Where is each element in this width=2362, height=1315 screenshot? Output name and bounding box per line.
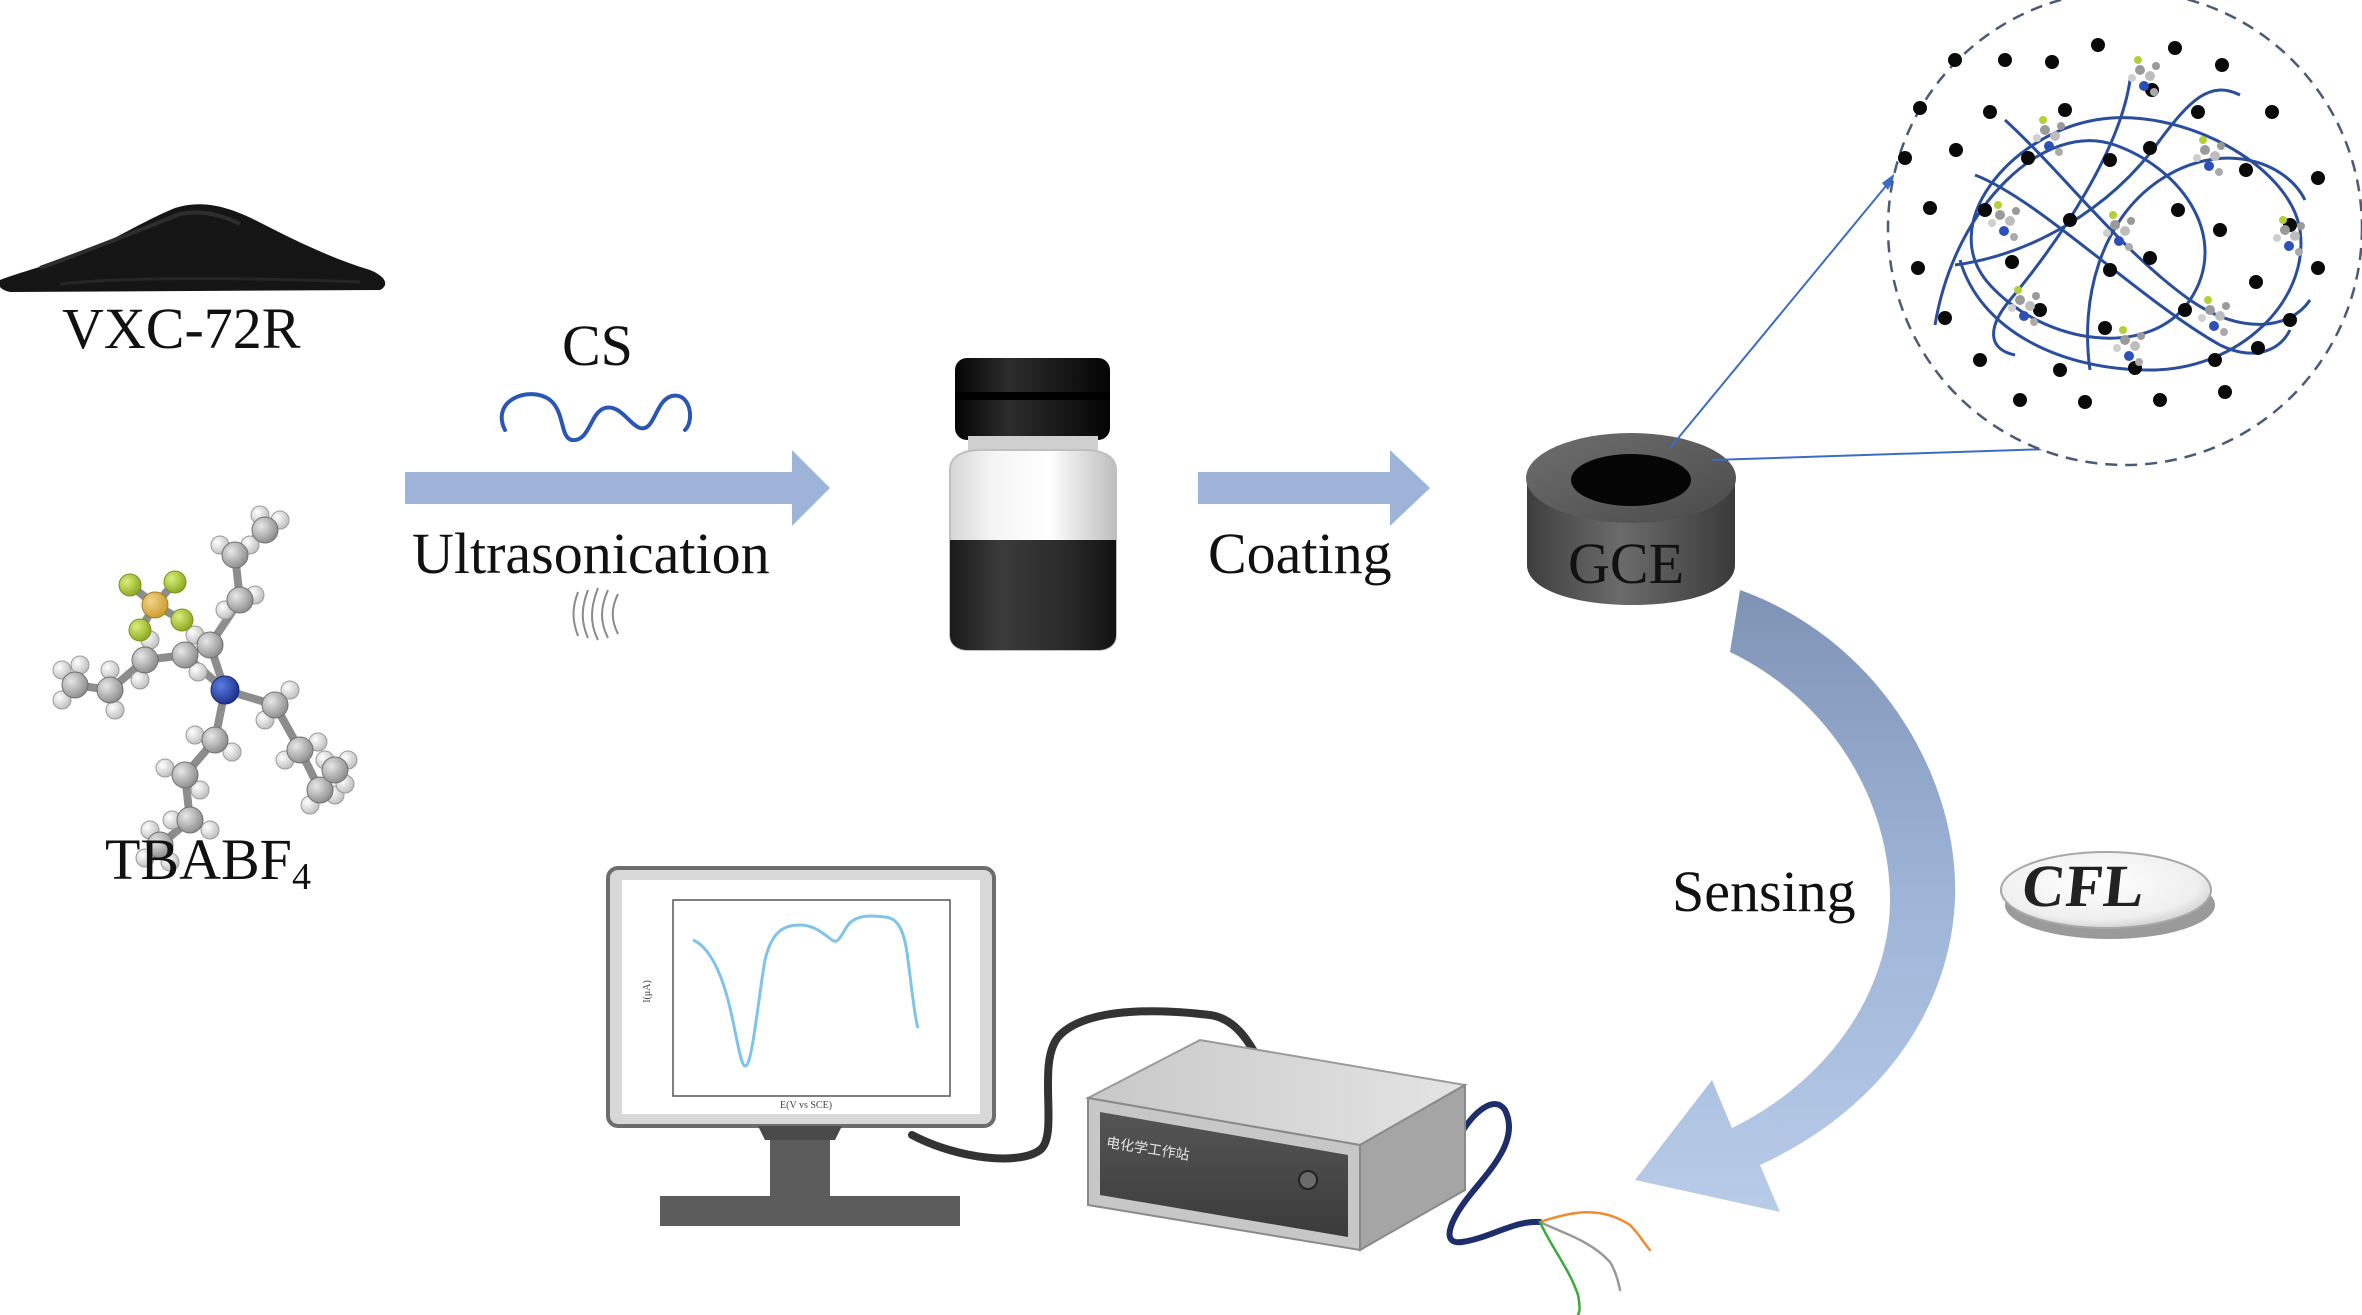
zoom-lines (1669, 174, 2081, 461)
ultrasound-waves-icon (572, 587, 619, 641)
sensing-arrow (1635, 590, 1956, 1212)
composite-magnified-view (1886, 0, 2362, 467)
chitosan-network (1933, 79, 2312, 372)
carbon-powder-pile (0, 204, 386, 292)
ultrasonication-label: Ultrasonication (412, 521, 770, 586)
carbon-particles (1898, 38, 2325, 409)
cfl-analyte-pill (2000, 851, 2215, 939)
cables (908, 1007, 1652, 1315)
powder-label: VXC-72R (62, 296, 301, 361)
tbabf4-atoms (52, 505, 358, 872)
chitosan-chain-icon (499, 392, 693, 442)
ultrasonication-arrow (405, 450, 830, 526)
plot-x-axis-label: E(V vs SCE) (780, 1100, 833, 1111)
coating-arrow (1198, 450, 1430, 526)
voltammogram-plot (672, 899, 951, 1097)
molecule-label: TBABF4 (105, 826, 311, 899)
coating-label: Coating (1208, 521, 1392, 586)
gce-electrode (1526, 433, 1736, 605)
voltammogram-curve (692, 914, 920, 1068)
cs-label: CS (562, 313, 633, 378)
power-knob-icon (1298, 1170, 1318, 1190)
gce-label: GCE (1568, 531, 1684, 596)
ionic-liquid-molecules (1988, 56, 2305, 366)
cfl-label: CFL (2018, 853, 2149, 919)
molecule-label-text: TBABF (105, 827, 292, 892)
dispersion-bottle (949, 358, 1117, 651)
electrochemical-workstation (1084, 1038, 1468, 1252)
molecule-label-subscript: 4 (291, 856, 311, 898)
sensing-label: Sensing (1672, 859, 1856, 924)
plot-y-axis-label: I(μA) (641, 980, 653, 1003)
